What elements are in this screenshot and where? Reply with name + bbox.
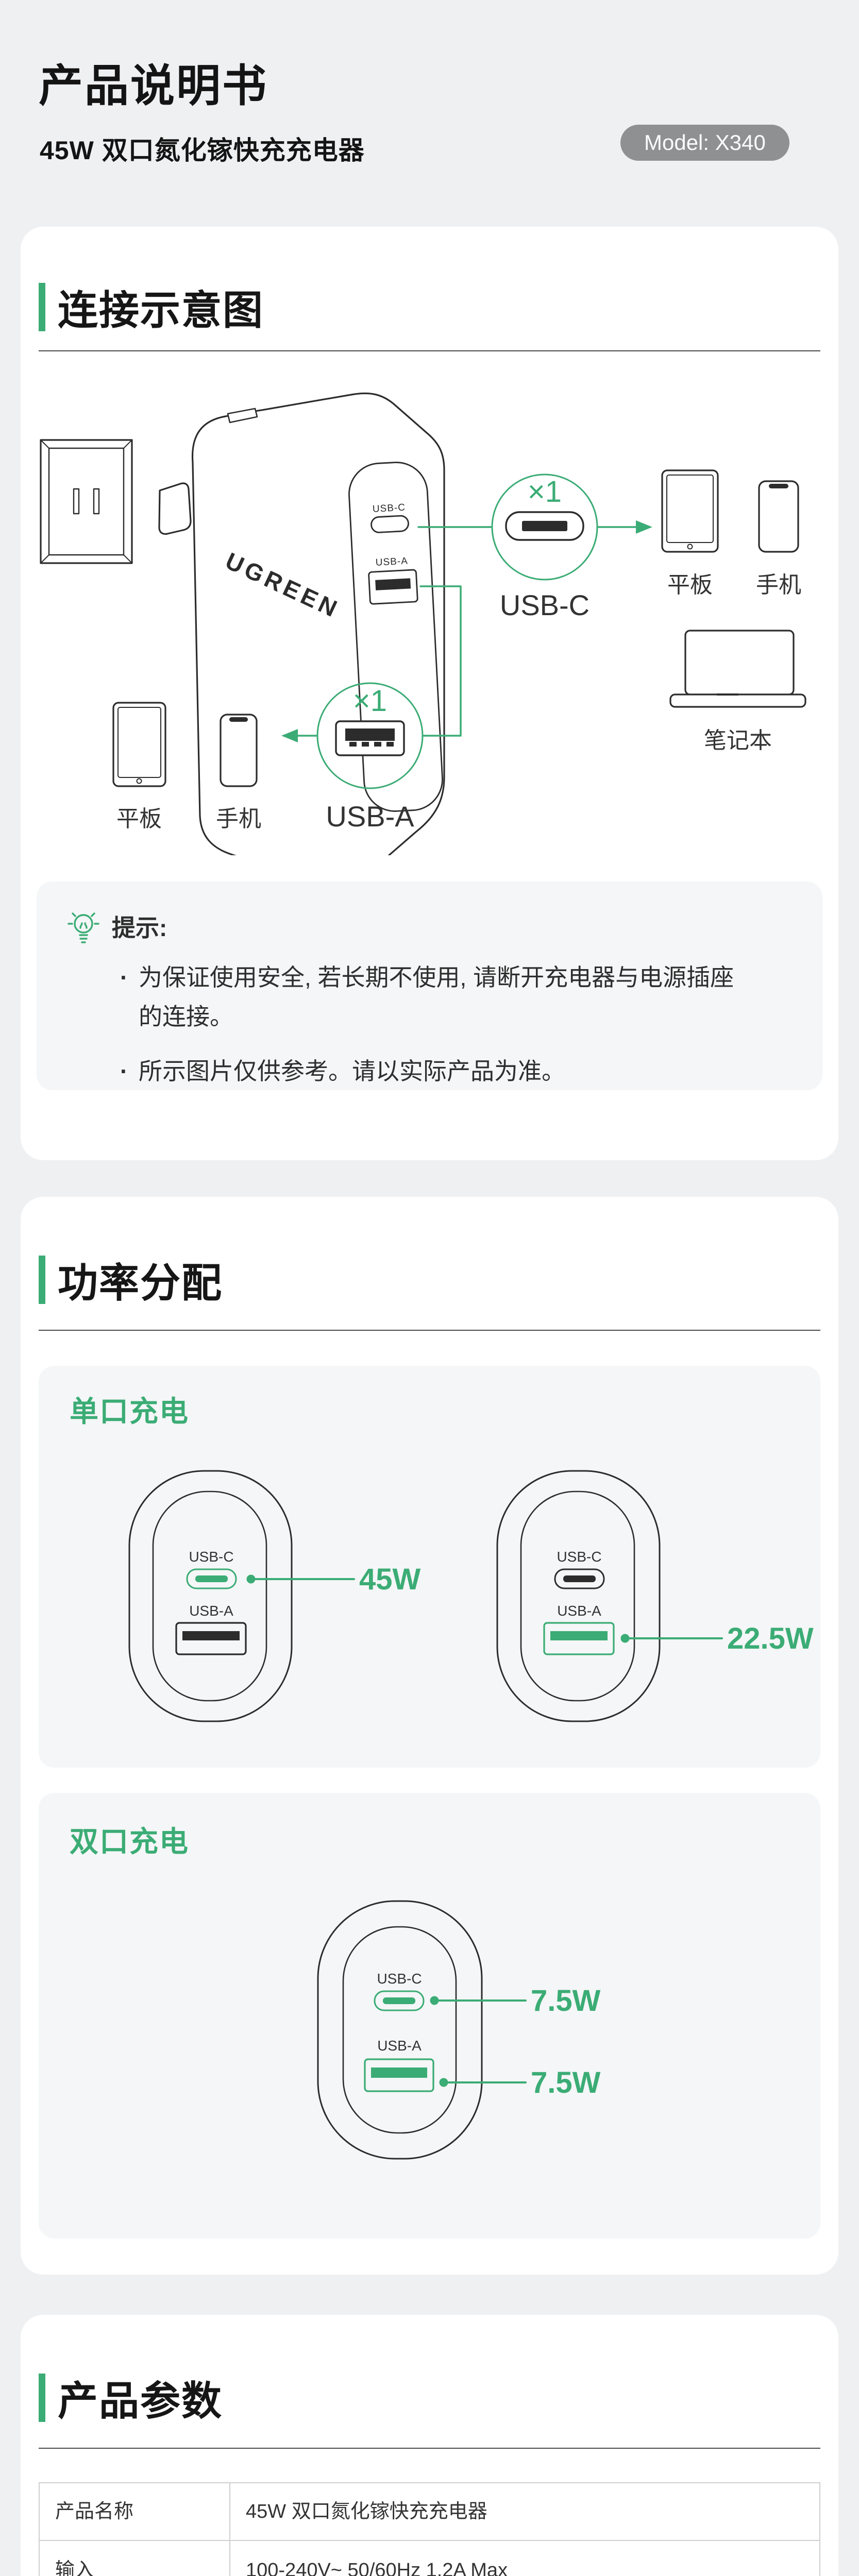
charger-front-usbc-active: USB-C 45W USB-A bbox=[128, 1470, 421, 1722]
charger-isometric-icon: USB-C USB-A UGREEN bbox=[158, 392, 445, 855]
green-bar-icon bbox=[39, 2374, 45, 2422]
green-bar-icon bbox=[39, 1256, 45, 1304]
divider bbox=[39, 2448, 820, 2449]
face-usbc-label: USB-C bbox=[372, 502, 406, 515]
tip-item: 为保证使用安全, 若长期不使用, 请断开充电器与电源插座的连接。 bbox=[120, 958, 738, 1036]
spec-value: 100-240V~ 50/60Hz 1.2A Max bbox=[229, 2540, 820, 2576]
lightbulb-icon bbox=[68, 912, 99, 943]
tablet-icon bbox=[112, 702, 166, 787]
usbc-power: 7.5W bbox=[531, 1984, 601, 2018]
usba-label: USB-A bbox=[326, 800, 414, 833]
usbc-only-power: 45W bbox=[359, 1563, 421, 1596]
tip-title: 提示: bbox=[112, 914, 167, 941]
device-label-laptop: 笔记本 bbox=[704, 728, 772, 753]
usbc-callout: ×1 USB-C bbox=[417, 473, 652, 621]
wall-outlet-icon bbox=[40, 439, 133, 564]
divider bbox=[39, 350, 820, 351]
phone-icon bbox=[220, 714, 258, 787]
port-label-usbc: USB-C bbox=[189, 1549, 233, 1565]
laptop-icon bbox=[669, 630, 806, 708]
connection-diagram: USB-C USB-A UGREEN ×1 bbox=[40, 392, 806, 855]
device-label-phone: 手机 bbox=[216, 806, 261, 832]
usb-c-plug-icon bbox=[505, 511, 584, 541]
device-label-tablet: 平板 bbox=[116, 806, 162, 832]
port-label-usba: USB-A bbox=[557, 1603, 601, 1619]
dual-port-panel: 双口充电 USB-C 7.5W USB-A bbox=[39, 1793, 820, 2239]
tip-box: 提示: 为保证使用安全, 若长期不使用, 请断开充电器与电源插座的连接。 所示图… bbox=[37, 882, 822, 1091]
phone-icon bbox=[758, 480, 799, 553]
green-bar-icon bbox=[39, 283, 45, 331]
usba-callout: ×1 USB-A bbox=[281, 585, 462, 833]
charger-front-both-active: USB-C 7.5W USB-A 7.5W bbox=[317, 1900, 601, 2160]
section-heading-specs: 产品参数 bbox=[39, 2369, 223, 2427]
charger-front-usba-active: USB-C USB-A 22.5W bbox=[496, 1470, 814, 1722]
divider bbox=[39, 1330, 820, 1331]
model-badge: Model: X340 bbox=[620, 125, 789, 161]
section-connection: 连接示意图 bbox=[21, 227, 838, 1160]
tip-item: 所示图片仅供参考。请以实际产品为准。 bbox=[120, 1052, 738, 1091]
tablet-icon bbox=[661, 469, 719, 553]
section-heading-connection: 连接示意图 bbox=[39, 278, 264, 336]
usbc-label: USB-C bbox=[500, 589, 589, 621]
port-label-usba: USB-A bbox=[377, 2038, 422, 2054]
port-label-usbc: USB-C bbox=[377, 1971, 422, 1987]
port-label-usbc: USB-C bbox=[557, 1549, 601, 1565]
single-port-title: 单口充电 bbox=[70, 1395, 189, 1428]
device-label-phone: 手机 bbox=[756, 572, 801, 598]
section-title: 连接示意图 bbox=[58, 287, 264, 333]
tip-list: 为保证使用安全, 若长期不使用, 请断开充电器与电源插座的连接。 所示图片仅供参… bbox=[120, 958, 738, 1091]
section-title: 功率分配 bbox=[58, 1260, 223, 1306]
single-port-diagram: USB-C 45W USB-A USB-C bbox=[128, 1470, 814, 1722]
usba-power: 7.5W bbox=[531, 2066, 601, 2099]
device-label-tablet: 平板 bbox=[667, 572, 713, 598]
spec-label: 产品名称 bbox=[39, 2482, 230, 2541]
usbc-count: ×1 bbox=[528, 475, 562, 509]
section-title: 产品参数 bbox=[58, 2378, 223, 2424]
spec-value: 45W 双口氮化镓快充充电器 bbox=[229, 2482, 820, 2541]
usba-count: ×1 bbox=[353, 684, 387, 718]
usba-only-power: 22.5W bbox=[727, 1622, 814, 1655]
port-label-usba: USB-A bbox=[189, 1603, 233, 1619]
section-heading-power: 功率分配 bbox=[39, 1251, 223, 1309]
usb-a-plug-icon bbox=[335, 720, 405, 756]
dual-port-diagram: USB-C 7.5W USB-A 7.5W bbox=[317, 1900, 601, 2160]
page-subtitle: 45W 双口氮化镓快充充电器 bbox=[40, 136, 365, 165]
single-port-panel: 单口充电 USB-C 45W USB-A bbox=[39, 1366, 820, 1768]
dual-port-title: 双口充电 bbox=[70, 1825, 189, 1858]
spec-label: 输入 bbox=[39, 2540, 230, 2576]
page-title: 产品说明书 bbox=[39, 61, 268, 111]
section-power: 功率分配 单口充电 USB-C 45W U bbox=[21, 1197, 838, 2275]
face-usba-label: USB-A bbox=[375, 556, 408, 568]
